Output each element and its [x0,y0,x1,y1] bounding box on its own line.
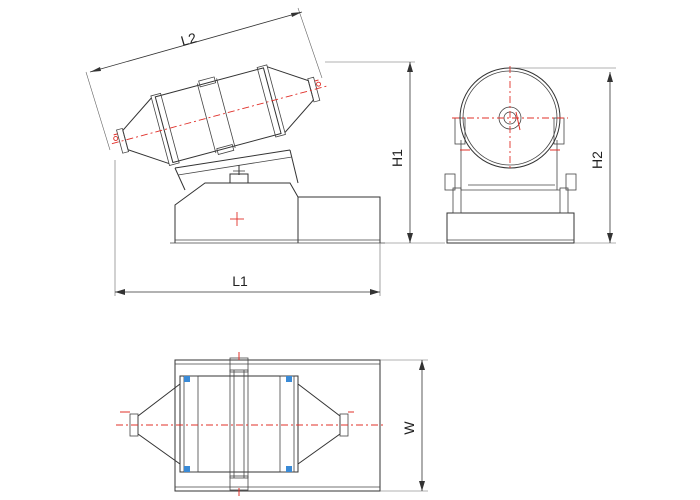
front-support-column [174,149,299,191]
dimension-label-h2: H2 [589,151,605,169]
front-bearing-block [229,165,249,184]
dimension-h1: H1 [325,61,445,244]
dimension-label-h1: H1 [389,149,405,167]
top-view: W [116,352,428,496]
dimension-h2: H2 [510,67,616,244]
dimension-w: W [380,359,428,492]
front-tilted-drum [111,64,327,166]
front-base-center-mark [230,212,244,226]
front-base [170,182,385,244]
side-view: H2 [444,66,616,244]
front-view: L2 L1 H1 [85,7,445,296]
top-base-outline [174,359,381,492]
dimension-l1: L1 [114,160,381,296]
dimension-l2: L2 [89,11,303,73]
top-drum [116,352,384,496]
dimension-label-w: W [401,421,417,435]
dimension-label-l2: L2 [179,29,199,49]
side-drum [452,66,568,170]
dimension-label-l1: L1 [232,273,248,289]
side-base [444,173,577,244]
